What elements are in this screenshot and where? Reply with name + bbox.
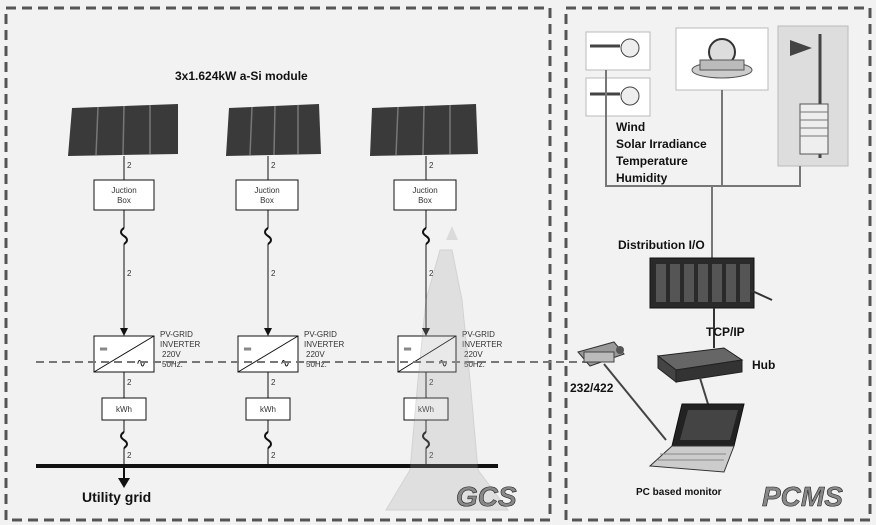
dc-symbol-icon: ═	[99, 344, 108, 355]
tcpip-label: TCP/IP	[706, 325, 745, 339]
network-hub	[658, 348, 742, 382]
gcs-corner-label: GCS	[456, 481, 517, 512]
junction-box-label: Juction	[111, 186, 136, 195]
hub-to-pc-cable	[700, 378, 708, 404]
breaker-icon	[265, 228, 271, 244]
junction-box	[94, 180, 154, 210]
inverter-label: INVERTER	[462, 340, 503, 349]
hub-label: Hub	[752, 358, 775, 372]
junction-box	[236, 180, 298, 210]
converter-label: 232/422	[570, 381, 614, 395]
solar-panel-array	[226, 104, 321, 156]
breaker-icon	[423, 228, 429, 244]
solar-panel-array	[370, 104, 478, 156]
sensor-label-wind: Wind	[616, 120, 645, 134]
utility-grid-label: Utility grid	[82, 489, 151, 505]
inverter-label: INVERTER	[304, 340, 345, 349]
dc-symbol-icon: ═	[243, 344, 252, 355]
inverter-label: 220V	[162, 350, 181, 359]
sensor-label-humidity: Humidity	[616, 171, 668, 185]
down-arrow-icon	[118, 478, 130, 488]
wire-marker: 2	[429, 161, 434, 170]
pcms-corner-label: PCMS	[762, 481, 843, 512]
wire-marker: 2	[271, 451, 276, 460]
module-title: 3x1.624kW a-Si module	[175, 69, 308, 83]
inverter-label: PV-GRID	[304, 330, 337, 339]
junction-box-label: Juction	[412, 186, 437, 195]
weather-station-photo	[778, 26, 848, 166]
junction-box-label: Box	[418, 196, 432, 205]
temperature-sensor-photo	[586, 78, 650, 116]
wire-marker: 2	[271, 161, 276, 170]
sensor-label-solar: Solar Irradiance	[616, 137, 707, 151]
rs232-converter	[578, 342, 624, 366]
wire-marker: 2	[127, 378, 132, 387]
inverter-label: INVERTER	[160, 340, 201, 349]
kwh-meter-label: kWh	[260, 405, 276, 414]
inverter-label: 220V	[306, 350, 325, 359]
breaker-icon	[121, 432, 127, 448]
dc-symbol-icon: ═	[403, 344, 412, 355]
breaker-icon	[121, 228, 127, 244]
junction-box	[394, 180, 456, 210]
inverter-label: PV-GRID	[160, 330, 193, 339]
wind-sensor-photo	[586, 32, 650, 70]
inverter-label: PV-GRID	[462, 330, 495, 339]
kwh-meter-label: kWh	[116, 405, 132, 414]
distribution-io-rack	[650, 258, 754, 308]
junction-box-label: Juction	[254, 186, 279, 195]
pv-string-2: 2 Juction Box 2 ═ ∿ PV-GRID INVERTER 220…	[226, 104, 345, 466]
wire-marker: 2	[127, 161, 132, 170]
distribution-io-label: Distribution I/O	[618, 238, 705, 252]
pc-monitor-label: PC based monitor	[636, 487, 722, 498]
junction-box-label: Box	[260, 196, 274, 205]
wire-marker: 2	[271, 378, 276, 387]
pv-string-1: 2 Juction Box 2 ═ ∿ PV-GRID INVERTER 220…	[68, 104, 201, 466]
wire-marker: 2	[271, 269, 276, 278]
pyranometer-photo	[676, 28, 768, 90]
wire-marker: 2	[127, 451, 132, 460]
sensor-label-temperature: Temperature	[616, 154, 688, 168]
wire-marker: 2	[127, 269, 132, 278]
breaker-icon	[265, 432, 271, 448]
junction-box-label: Box	[117, 196, 131, 205]
solar-panel-array	[68, 104, 178, 156]
converter-cable	[604, 364, 666, 440]
